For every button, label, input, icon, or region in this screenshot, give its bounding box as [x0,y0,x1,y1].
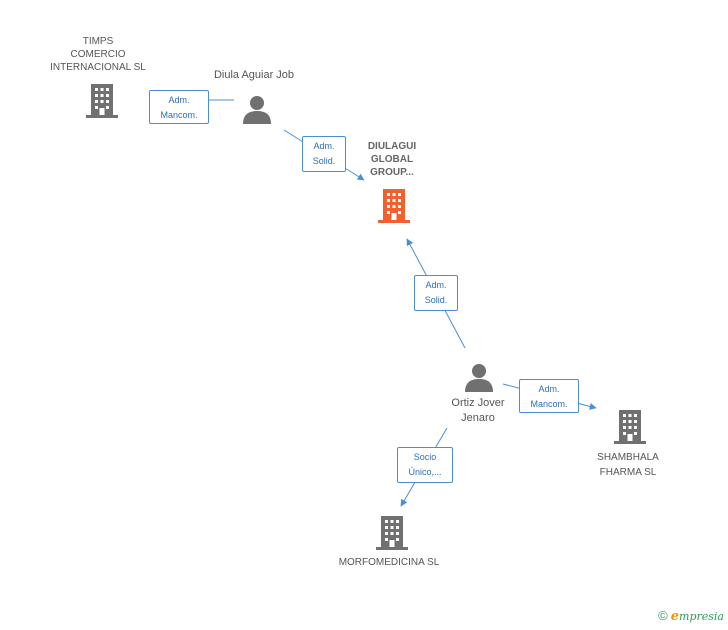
label-line: COMERCIO [70,49,126,60]
edge-label-ortiz-shambhala[interactable]: Adm. Mancom. [519,379,579,413]
edge-label-line: Mancom. [160,110,198,120]
label-line: SHAMBHALA [597,452,659,463]
node-label-ortiz[interactable]: Ortiz Jover Jenaro [426,396,530,426]
edge-label-line: Mancom. [530,399,568,409]
node-label-timps[interactable]: TIMPS COMERCIO INTERNACIONAL SL [40,35,156,74]
edge-label-line: Adm. [425,280,447,290]
label-line: Jenaro [461,412,495,424]
edge-label-ortiz-morfomedicina[interactable]: Socio Único,... [397,447,453,483]
edge-label-line: Adm. [538,384,560,394]
edge-label-diula-diulagui[interactable]: Adm. Solid. [302,136,346,172]
label-line: INTERNACIONAL SL [50,62,146,73]
building-icon[interactable] [614,410,646,444]
edge-label-line: Adm. [168,95,190,105]
node-label-diula[interactable]: Diula Aguiar Job [213,69,295,81]
node-label-diulagui[interactable]: DIULAGUI GLOBAL GROUP... [340,140,444,179]
edge-label-line: Único,... [408,467,442,477]
edge-label-ortiz-diulagui[interactable]: Adm. Solid. [414,275,458,311]
brand-name: mpresia [679,610,724,623]
brand-initial: e [670,609,680,624]
label-line: DIULAGUI [367,141,417,152]
building-icon[interactable] [376,516,408,550]
label-line: Ortiz Jover [451,397,505,409]
edge-label-line: Solid. [312,156,336,166]
empresia-logo: ©empresia [658,608,724,624]
person-icon[interactable] [242,94,272,124]
edge-label-line: Solid. [424,295,448,305]
label-line: GROUP... [370,167,414,178]
label-line: GLOBAL [370,154,414,165]
node-label-shambhala[interactable]: SHAMBHALA FHARMA SL [578,450,678,480]
label-line: TIMPS [82,36,114,47]
building-icon[interactable] [378,189,410,223]
building-icon[interactable] [86,84,118,118]
edge-label-line: Socio [413,452,437,462]
person-icon[interactable] [464,362,494,392]
edge-label-line: Adm. [313,141,335,151]
copyright-symbol: © [658,608,668,623]
node-label-morfomedicina[interactable]: MORFOMEDICINA SL [338,557,440,568]
edge-label-diula-timps[interactable]: Adm. Mancom. [149,90,209,124]
label-line: FHARMA SL [599,467,657,478]
